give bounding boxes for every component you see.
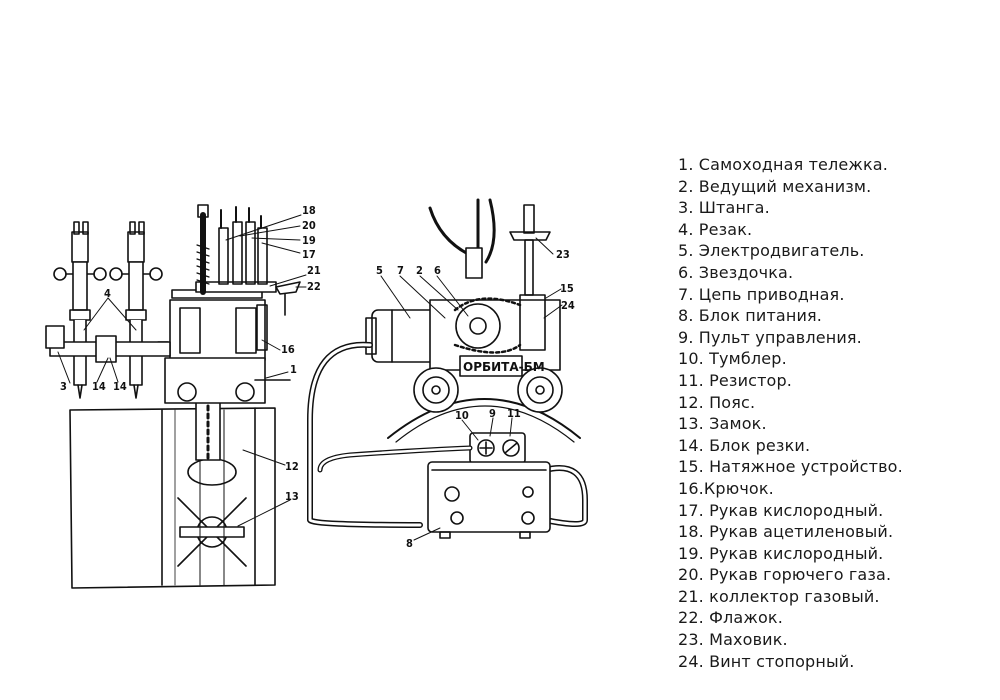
power-unit (427, 461, 551, 539)
callout-8: 8 (406, 537, 413, 550)
callout-1: 1 (290, 363, 297, 376)
callout-14a: 14 (92, 380, 106, 393)
legend-item: 4. Резак. (678, 219, 753, 239)
lock-13 (177, 409, 247, 586)
legend-item: 7. Цепь приводная. (678, 284, 845, 304)
legend-item: 12. Пояс. (678, 392, 756, 412)
callout-12: 12 (285, 460, 299, 473)
pipe-body (69, 407, 276, 589)
callout-5: 5 (376, 264, 383, 277)
callout-10: 10 (455, 409, 469, 422)
callout-6: 6 (434, 264, 441, 277)
callout-20: 20 (302, 219, 316, 232)
callout-9: 9 (489, 407, 496, 420)
callout-13: 13 (285, 490, 299, 503)
legend-item: 9. Пульт управления. (678, 327, 862, 347)
legend-item: 13. Замок. (678, 414, 767, 434)
callout-24: 24 (561, 299, 575, 312)
legend-item: 14. Блок резки. (678, 435, 811, 455)
callout-16: 16 (281, 343, 295, 356)
rod (45, 325, 171, 363)
leader-lines (57, 214, 563, 541)
motor-cable (307, 341, 423, 528)
legend-item: 6. Звездочка. (678, 262, 794, 282)
screw-left (196, 204, 210, 295)
torch-left (53, 221, 107, 399)
hoses-right (218, 206, 268, 285)
callout-4: 4 (104, 287, 111, 300)
legend-item: 20. Рукав горючего газа. (678, 565, 892, 585)
legend-item: 5. Электродвигатель. (678, 241, 865, 261)
callout-numbers: 18 20 19 17 21 22 16 1 12 13 4 3 14 14 5… (60, 204, 575, 550)
legend-item: 23. Маховик. (678, 630, 788, 650)
left-view (45, 204, 301, 589)
machine-diagram: 18 20 19 17 21 22 16 1 12 13 4 3 14 14 5… (45, 198, 588, 589)
callout-7: 7 (397, 264, 404, 277)
right-view (307, 198, 588, 539)
legend-item: 18. Рукав ацетиленовый. (678, 522, 894, 542)
legend-item: 8. Блок питания. (678, 306, 823, 326)
legend-item: 3. Штанга. (678, 198, 770, 218)
callout-23: 23 (556, 248, 570, 261)
top-hoses (428, 198, 496, 264)
callout-18: 18 (302, 204, 316, 217)
torch-right (109, 221, 163, 399)
drive-body (429, 294, 561, 377)
legend-item: 16.Крючок. (678, 478, 774, 498)
callout-22: 22 (307, 280, 321, 293)
callout-15: 15 (560, 282, 574, 295)
machine-plate: ОРБИТА-БМ (463, 360, 545, 374)
legend-item: 24. Винт стопорный. (678, 651, 855, 671)
callout-17: 17 (302, 248, 316, 261)
legend-item: 15. Натяжное устройство. (678, 457, 903, 477)
callout-3: 3 (60, 380, 67, 393)
callout-2: 2 (416, 264, 423, 277)
callout-14b: 14 (113, 380, 127, 393)
control-panel (469, 432, 526, 464)
legend-item: 11. Резистор. (678, 370, 793, 390)
legend-item: 22. Флажок. (678, 608, 783, 628)
wheel-left (413, 367, 459, 413)
callout-19: 19 (302, 234, 316, 247)
flag (275, 281, 301, 295)
legend-item: 19. Рукав кислородный. (678, 543, 884, 563)
callout-21: 21 (307, 264, 321, 277)
handwheel (509, 204, 551, 296)
legend-item: 17. Рукав кислородный. (678, 500, 884, 520)
legend-item: 1. Самоходная тележка. (678, 155, 888, 174)
legend-item: 2. Ведущий механизм. (678, 176, 872, 196)
wheel-right (517, 367, 563, 413)
carriage (157, 299, 291, 404)
callout-11: 11 (507, 407, 521, 420)
legend-list: 1. Самоходная тележка. 2. Ведущий механиз… (678, 154, 903, 672)
pipe-arc (387, 398, 581, 439)
legend-item: 10. Тумблер. (678, 349, 787, 369)
legend-item: 21. коллектор газовый. (678, 586, 880, 606)
